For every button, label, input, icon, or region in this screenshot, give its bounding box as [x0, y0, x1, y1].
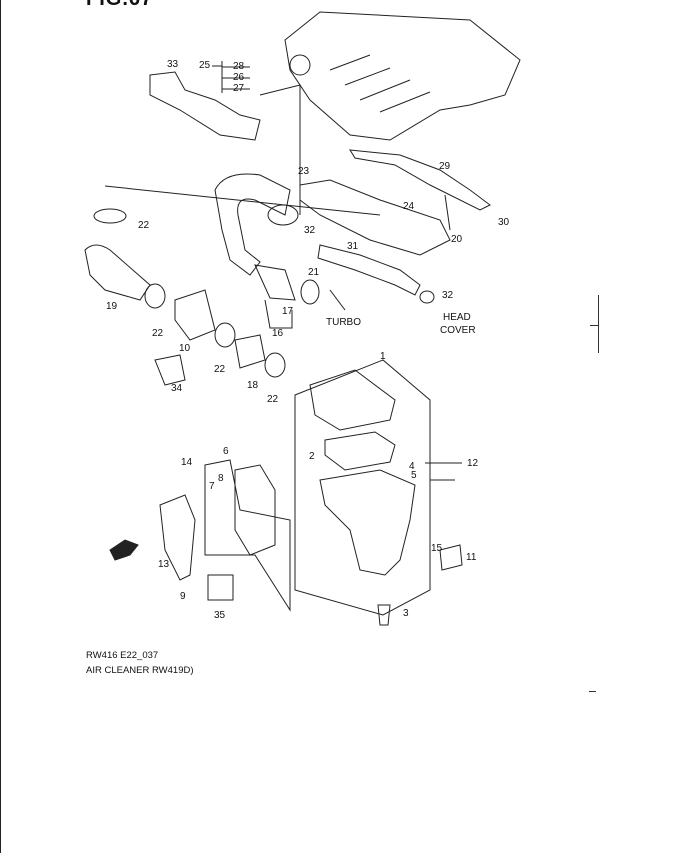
part-label: 22 [214, 364, 226, 375]
hose-31 [317, 244, 421, 296]
part-label: 2 [309, 451, 315, 462]
part-label: 34 [171, 383, 183, 394]
turbo-annotation: TURBO [326, 317, 361, 328]
part-label: 10 [179, 343, 191, 354]
part-label: 7 [209, 481, 215, 492]
filter-element-2 [324, 431, 396, 471]
part-label: 29 [439, 161, 451, 172]
heat-shield-20 [299, 179, 451, 256]
part-label: 19 [106, 301, 118, 312]
part-label: 5 [411, 470, 417, 481]
diagram-code: RW416 E22_037 [86, 650, 159, 661]
part-label: 6 [223, 446, 229, 457]
fwd-arrow-icon [109, 539, 139, 561]
air-cleaner-case [319, 469, 416, 576]
pad-35 [207, 574, 234, 601]
cover-annotation: COVER [440, 325, 476, 336]
part-label: 22 [267, 394, 279, 405]
scan-mark [590, 325, 598, 326]
part-label: 30 [498, 217, 510, 228]
engine-cover [284, 11, 521, 141]
resonator-6 [234, 464, 276, 556]
part-label: 22 [152, 328, 164, 339]
scan-mark [598, 295, 599, 353]
part-label: 3 [403, 608, 409, 619]
bracket-29 [349, 149, 491, 211]
head-annotation: HEAD [443, 312, 471, 323]
part-label: 26 [233, 72, 245, 83]
part-label: 9 [180, 591, 186, 602]
bracket-33 [149, 71, 261, 141]
cover-ribs [329, 54, 431, 113]
bracket-9 [159, 494, 196, 581]
airflow-sensor-10 [174, 289, 216, 341]
duct-19 [84, 244, 151, 301]
part-label: 32 [442, 290, 454, 301]
part-label: 11 [466, 552, 477, 563]
part-label: 14 [181, 457, 193, 468]
diagram-caption: AIR CLEANER RW419D) [86, 665, 194, 676]
drain-valve-3 [377, 604, 391, 626]
part-label: 31 [347, 241, 359, 252]
part-label: 13 [158, 559, 170, 570]
part-label: 28 [233, 61, 245, 72]
part-label: 32 [304, 225, 316, 236]
part-label: 24 [403, 201, 415, 212]
air-cleaner-cap-1 [309, 369, 396, 431]
part-label: 22 [138, 220, 150, 231]
page-border [0, 0, 1, 853]
part-label: 20 [451, 234, 463, 245]
hose-18 [234, 334, 266, 369]
bracket-34 [154, 354, 186, 386]
part-label: 33 [167, 59, 179, 70]
part-label: 1 [380, 351, 386, 362]
part-label: 15 [431, 543, 443, 554]
pipe-17 [254, 264, 296, 301]
part-label: 25 [199, 60, 211, 71]
part-label: 4 [409, 461, 415, 472]
part-label: 21 [308, 267, 320, 278]
part-label: 27 [233, 83, 245, 94]
part-label: 8 [218, 473, 224, 484]
part-label: 23 [298, 166, 310, 177]
scan-mark [589, 691, 596, 692]
part-label: 18 [247, 380, 259, 391]
figure-title: FIG.67 [86, 0, 153, 11]
part-label: 12 [467, 458, 479, 469]
air-cleaner-assembly-frame [294, 359, 431, 616]
bracket-11 [439, 544, 463, 571]
intake-pipe [214, 173, 291, 276]
part-label: 35 [214, 610, 226, 621]
part-label: 16 [272, 328, 284, 339]
part-label: 17 [282, 306, 294, 317]
